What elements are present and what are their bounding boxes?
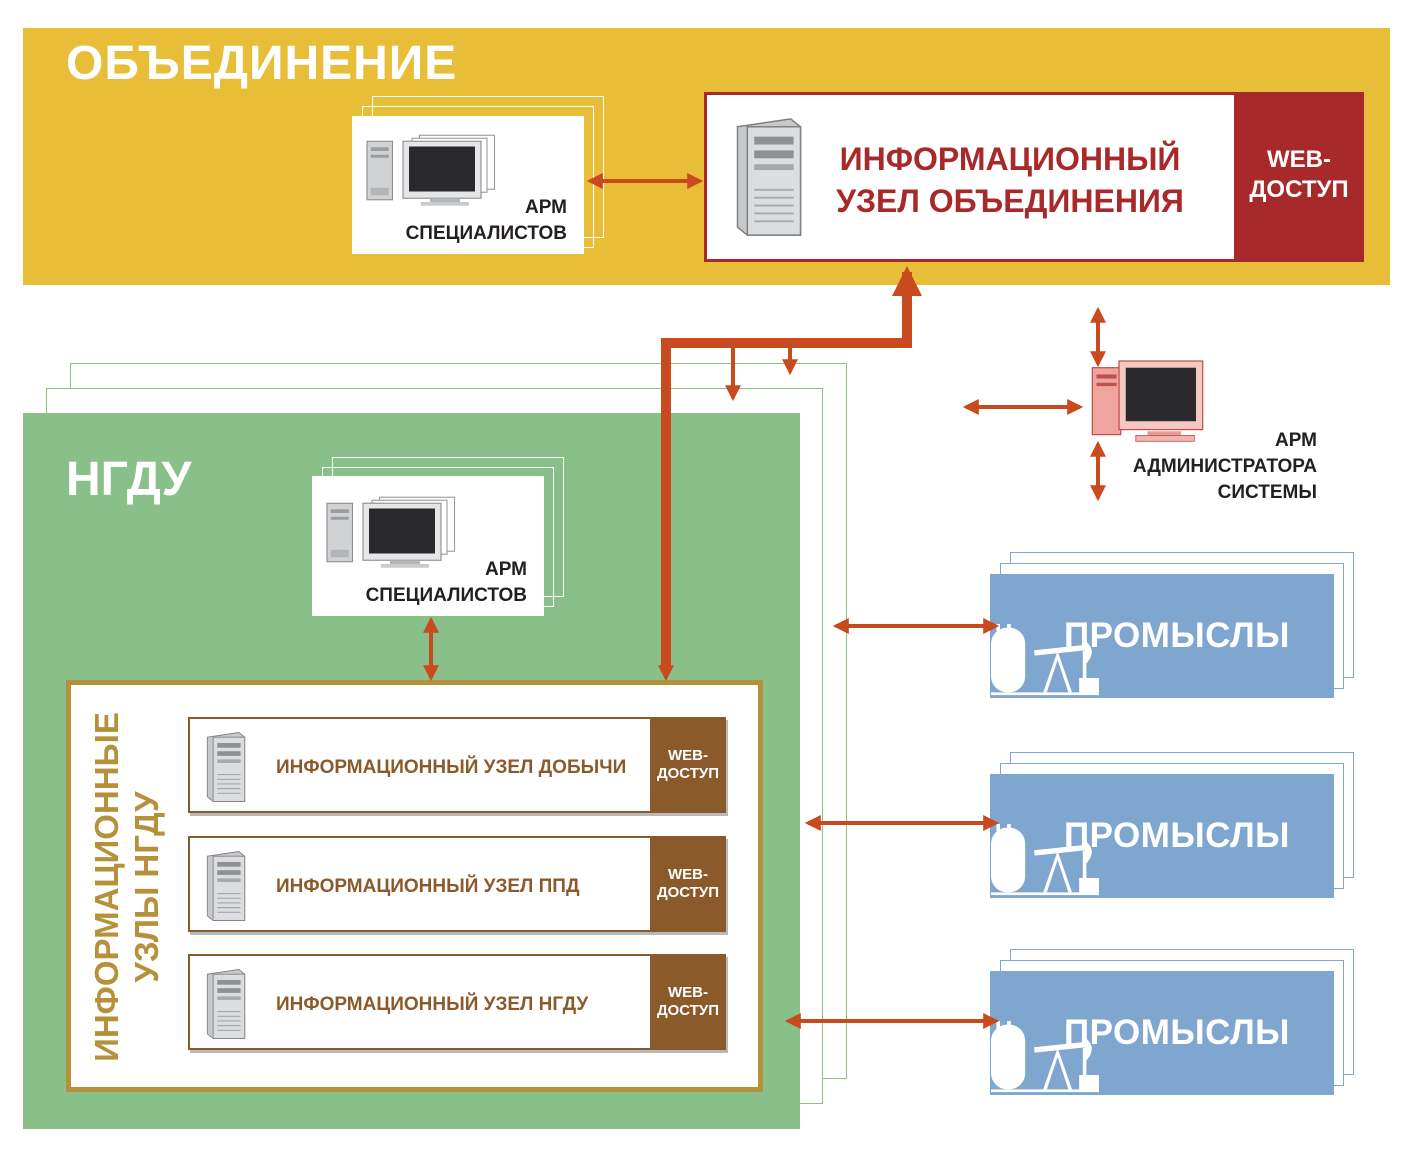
nodes-group-line2: УЗЛЫ НГДУ bbox=[128, 791, 165, 983]
association-title: ОБЪЕДИНЕНИЕ bbox=[66, 37, 458, 90]
server-tower-icon bbox=[202, 729, 250, 805]
info-node-production-web[interactable]: WEB-ДОСТУП bbox=[650, 719, 726, 811]
info-node-ppd[interactable]: ИНФОРМАЦИОННЫЙ УЗЕЛ ППД WEB-ДОСТУП bbox=[188, 836, 726, 932]
association-workstations-label: АРМ СПЕЦИАЛИСТОВ bbox=[405, 197, 567, 244]
admin-workstation-label: АРМ АДМИНИСТРАТОРА СИСТЕМЫ bbox=[1132, 430, 1317, 503]
ngdu-workstations-label: АРМ СПЕЦИАЛИСТОВ bbox=[365, 559, 527, 606]
ngdu-title: НГДУ bbox=[66, 453, 192, 506]
field-2-title: ПРОМЫСЛЫ bbox=[1064, 816, 1290, 855]
field-2-card[interactable]: ПРОМЫСЛЫ bbox=[990, 774, 1334, 898]
info-node-ppd-title: ИНФОРМАЦИОННЫЙ УЗЕЛ ППД bbox=[276, 876, 580, 897]
info-node-ppd-web[interactable]: WEB-ДОСТУП bbox=[650, 838, 726, 930]
field-3-card[interactable]: ПРОМЫСЛЫ bbox=[990, 971, 1334, 1095]
server-tower-icon bbox=[202, 966, 250, 1042]
field-1-card[interactable]: ПРОМЫСЛЫ bbox=[990, 574, 1334, 698]
field-1-title: ПРОМЫСЛЫ bbox=[1064, 616, 1290, 655]
association-web-access[interactable]: WEB- ДОСТУП bbox=[1234, 92, 1364, 262]
info-node-ngdu[interactable]: ИНФОРМАЦИОННЫЙ УЗЕЛ НГДУ WEB-ДОСТУП bbox=[188, 954, 726, 1050]
info-node-production-title: ИНФОРМАЦИОННЫЙ УЗЕЛ ДОБЫЧИ bbox=[276, 757, 627, 778]
server-tower-icon bbox=[202, 848, 250, 924]
info-node-production[interactable]: ИНФОРМАЦИОННЫЙ УЗЕЛ ДОБЫЧИ WEB-ДОСТУП bbox=[188, 717, 726, 813]
ngdu-workstations-card[interactable]: АРМ СПЕЦИАЛИСТОВ bbox=[312, 476, 544, 616]
info-node-ngdu-title: ИНФОРМАЦИОННЫЙ УЗЕЛ НГДУ bbox=[276, 994, 589, 1015]
info-node-ngdu-web[interactable]: WEB-ДОСТУП bbox=[650, 956, 726, 1048]
nodes-group-line1: ИНФОРМАЦИОННЫЕ bbox=[88, 712, 125, 1062]
association-workstations-card[interactable]: АРМ СПЕЦИАЛИСТОВ bbox=[352, 116, 584, 254]
ngdu-info-nodes-vertical-label: ИНФОРМАЦИОННЫЕ УЗЛЫ НГДУ bbox=[88, 712, 165, 1062]
field-3-title: ПРОМЫСЛЫ bbox=[1064, 1013, 1290, 1052]
association-info-node-title: ИНФОРМАЦИОННЫЙ УЗЕЛ ОБЪЕДИНЕНИЯ bbox=[836, 141, 1184, 219]
